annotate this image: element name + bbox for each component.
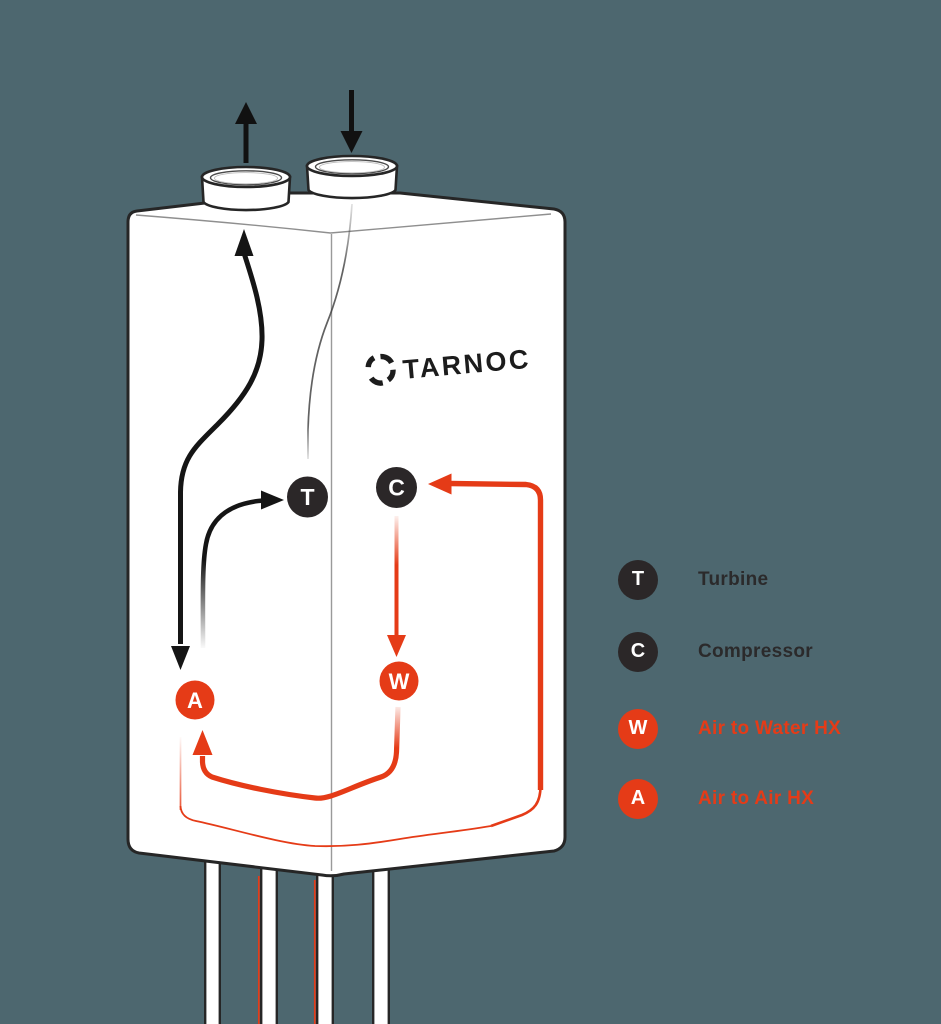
legend-item-turbine: T Turbine (618, 559, 768, 600)
air-to-air-hx-node: A (175, 680, 215, 720)
turbine-legend-badge: T (618, 559, 658, 600)
air-to-water-hx-node: W (379, 661, 419, 701)
compressor-node: C (376, 467, 417, 508)
air-to-air-hx-node-letter: A (187, 688, 203, 713)
legend-item-compressor: C Compressor (618, 631, 813, 672)
exhaust-port (200, 165, 292, 212)
air-to-air-hx-legend-badge: A (618, 778, 658, 819)
compressor-node-letter: C (388, 475, 405, 501)
air-exhaust-path (171, 229, 265, 670)
device-legs (203, 852, 390, 1024)
legend-item-air-to-air-hx: A Air to Air HX (618, 778, 814, 819)
air-to-water-hx-legend-badge: W (618, 708, 658, 749)
exhaust-flow-up-arrow-icon (235, 102, 257, 163)
air-to-air-hx-legend-label: Air to Air HX (698, 787, 815, 809)
intake-flow-down-arrow-icon (340, 90, 363, 153)
compressor-to-water-hx-arrow (387, 516, 406, 657)
vortex-swirl-icon (365, 353, 396, 386)
air-to-water-hx-node-letter: W (389, 669, 410, 694)
air-to-turbine-arrow (200, 490, 284, 649)
turbine-legend-label: Turbine (698, 568, 769, 590)
hot-loop-into-compressor (179, 473, 544, 848)
device-box (126, 191, 567, 878)
turbine-node: T (287, 476, 328, 518)
legend-item-air-to-water-hx: W Air to Water HX (618, 708, 841, 749)
intake-port (305, 154, 399, 200)
air-to-water-hx-legend-label: Air to Water HX (698, 717, 842, 739)
intake-to-turbine-line (307, 203, 353, 459)
compressor-legend-badge: C (618, 631, 658, 672)
compressor-legend-label: Compressor (698, 640, 813, 662)
turbine-node-letter: T (300, 484, 314, 510)
water-hx-to-air-hx-path (192, 706, 401, 801)
